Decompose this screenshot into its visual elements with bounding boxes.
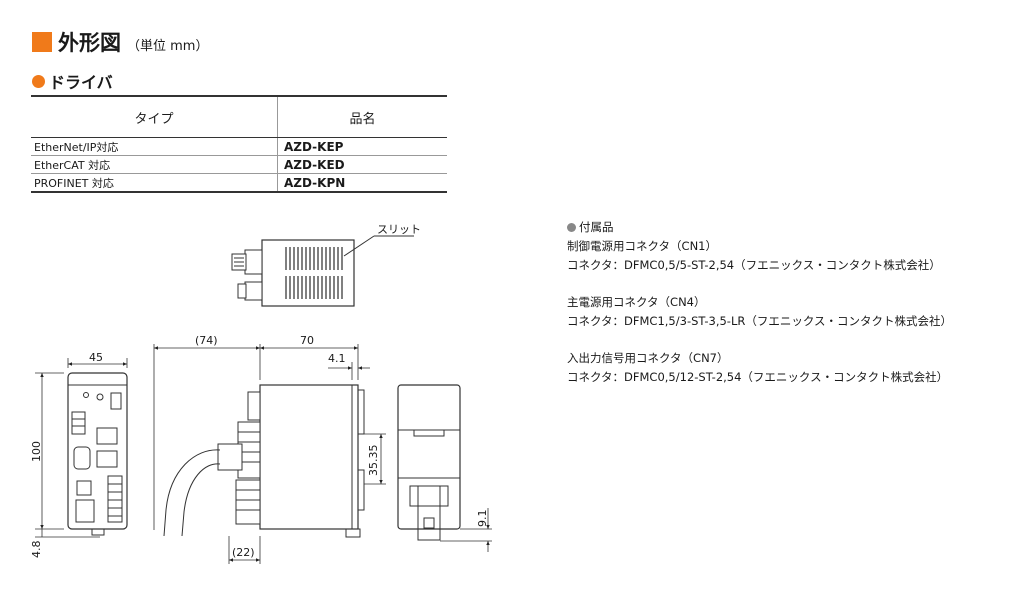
type-cell: EtherNet/IP対応 [31, 137, 278, 156]
dim-cable: (74) [195, 334, 218, 347]
dim-side-depth: 70 [300, 334, 314, 347]
accessory-name: 入出力信号用コネクタ（CN7） [567, 351, 729, 365]
column-header-model: 品名 [277, 95, 447, 138]
section-bullet-icon [32, 74, 45, 88]
title-text: 外形図 [58, 31, 121, 55]
accessory-name: 主電源用コネクタ（CN4） [567, 295, 706, 309]
dim-side-bottom: (22) [232, 546, 255, 559]
accessory-detail: コネクタ：DFMC0,5/12-ST-2,54（フエニックス・コンタクト株式会社… [567, 370, 949, 384]
dim-front-height: 100 [30, 441, 43, 462]
table-header-row: タイプ 品名 [31, 95, 447, 138]
dim-side-height: 35.35 [367, 445, 380, 477]
type-cell: PROFINET 対応 [31, 173, 278, 193]
front-view [67, 372, 128, 536]
page-title: 外形図 （単位 mm） [32, 28, 208, 56]
title-unit: （単位 mm） [127, 38, 209, 54]
rear-view [397, 384, 461, 541]
accessory-item: 制御電源用コネクタ（CN1） コネクタ：DFMC0,5/5-ST-2,54（フエ… [567, 237, 952, 275]
table-row: EtherCAT 対応 AZD-KED [31, 155, 447, 174]
model-table: タイプ 品名 EtherNet/IP対応 AZD-KEP EtherCAT 対応… [31, 95, 447, 193]
type-cell: EtherCAT 対応 [31, 155, 278, 174]
dim-rear-bottom: 9.1 [476, 510, 489, 528]
accessory-item: 主電源用コネクタ（CN4） コネクタ：DFMC1,5/3-ST-3,5-LR（フ… [567, 293, 952, 331]
accessory-detail: コネクタ：DFMC1,5/3-ST-3,5-LR（フエニックス・コンタクト株式会… [567, 314, 952, 328]
table-row: PROFINET 対応 AZD-KPN [31, 173, 447, 193]
section-heading: ドライバ [32, 69, 113, 93]
column-header-type: タイプ [31, 95, 278, 138]
dim-front-width: 45 [89, 351, 103, 364]
table-row: EtherNet/IP対応 AZD-KEP [31, 137, 447, 156]
accessories-list: 付属品 制御電源用コネクタ（CN1） コネクタ：DFMC0,5/5-ST-2,5… [567, 218, 952, 405]
model-cell: AZD-KED [277, 155, 447, 174]
dim-side-offset: 4.1 [328, 352, 346, 365]
side-view [163, 384, 365, 538]
accessory-detail: コネクタ：DFMC0,5/5-ST-2,54（フエニックス・コンタクト株式会社） [567, 258, 941, 272]
section-title: ドライバ [49, 73, 113, 92]
accessory-item: 入出力信号用コネクタ（CN7） コネクタ：DFMC0,5/12-ST-2,54（… [567, 349, 952, 387]
accessories-bullet-icon [567, 223, 576, 232]
top-view [231, 235, 414, 307]
accessories-heading: 付属品 [567, 218, 952, 237]
title-marker-icon [32, 32, 52, 52]
accessory-name: 制御電源用コネクタ（CN1） [567, 239, 717, 253]
accessories-title: 付属品 [579, 220, 614, 234]
model-cell: AZD-KEP [277, 137, 447, 156]
model-cell: AZD-KPN [277, 173, 447, 193]
dim-front-bottom: 4.8 [30, 541, 43, 559]
slit-label: スリット [377, 223, 421, 236]
